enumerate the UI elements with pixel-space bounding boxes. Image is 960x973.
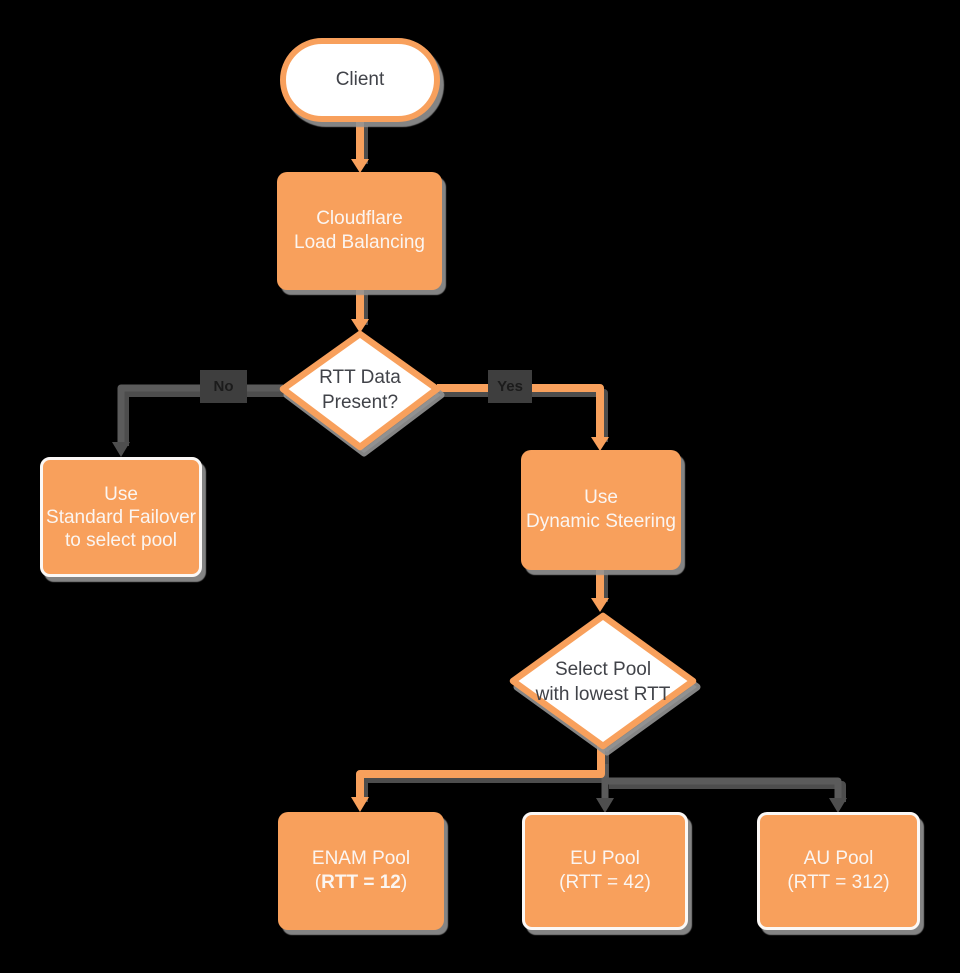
edge-enam-line: [356, 745, 605, 798]
gray-connectors: [112, 384, 847, 813]
enam-rtt-value: RTT = 12: [321, 872, 401, 893]
rtt-decision-diamond: [279, 330, 441, 451]
orange-connectors: [351, 120, 609, 812]
node-eu-pool-line2: (RTT = 42): [559, 872, 651, 893]
edge-eu-arrowhead: [596, 798, 614, 813]
edge-client-lb-arrowhead: [351, 159, 369, 173]
node-eu-pool-line1: EU Pool: [570, 848, 640, 869]
node-standard-failover-line1: Use: [104, 483, 138, 505]
node-client-label: Client: [335, 69, 385, 90]
edge-label-yes: Yes: [488, 370, 532, 403]
edge-au-arrowhead: [829, 798, 847, 813]
node-enam-pool-line2: (RTT = 12): [315, 871, 407, 895]
edge-shadow: [609, 781, 846, 802]
node-client: Client: [280, 38, 440, 122]
node-dynamic-steering: Use Dynamic Steering: [521, 450, 681, 570]
node-enam-pool-line1: ENAM Pool: [311, 848, 411, 869]
node-dynamic-steering-line2: Dynamic Steering: [526, 511, 676, 532]
node-standard-failover-line3: to select pool: [65, 529, 177, 551]
edge-no-arrowhead: [112, 442, 130, 457]
node-load-balancing-line1: Cloudflare: [316, 208, 403, 229]
pool-decision-diamond: [509, 612, 697, 750]
edge-steering-decision-arrowhead: [591, 598, 609, 612]
edge-label-no: No: [200, 370, 247, 403]
node-eu-pool: EU Pool (RTT = 42): [522, 812, 688, 930]
enam-rtt-paren-close: ): [400, 872, 408, 893]
edge-yes-arrowhead: [591, 437, 609, 451]
node-dynamic-steering-line1: Use: [584, 487, 618, 508]
node-load-balancing-line2: Load Balancing: [294, 232, 425, 253]
node-enam-pool: ENAM Pool (RTT = 12): [278, 812, 444, 930]
edge-label-yes-text: Yes: [497, 378, 523, 395]
diamond-shapes: [279, 330, 701, 756]
edge-enam-arrowhead: [351, 797, 369, 812]
node-standard-failover: Use Standard Failover to select pool: [40, 457, 202, 577]
edge-lb-decision-arrowhead: [351, 319, 369, 333]
node-load-balancing: Cloudflare Load Balancing: [277, 172, 442, 290]
connector-shadows: [121, 126, 846, 802]
node-au-pool-line2: (RTT = 312): [787, 872, 890, 893]
node-au-pool-line1: AU Pool: [803, 848, 874, 869]
node-au-pool: AU Pool (RTT = 312): [757, 812, 920, 930]
node-standard-failover-line2: Standard Failover: [46, 506, 196, 528]
edge-au-line: [605, 777, 842, 798]
edge-label-no-text: No: [213, 378, 234, 395]
enam-rtt-paren-open: (: [314, 872, 322, 893]
